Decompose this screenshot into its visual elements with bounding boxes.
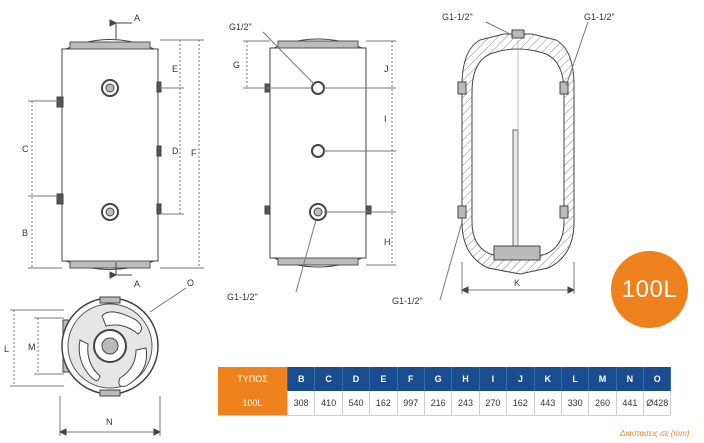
- table-cell: 243: [451, 391, 480, 416]
- table-header-cell: K: [534, 367, 562, 391]
- label-g112-left: G1-1/2": [442, 12, 473, 22]
- table-cell: 216: [424, 391, 453, 416]
- table-header-cell: F: [397, 367, 425, 391]
- dim-n: N: [106, 417, 113, 427]
- table-cell: 308: [287, 391, 316, 416]
- dim-c: C: [22, 144, 29, 154]
- table-header-cell: M: [588, 367, 617, 391]
- table-header-row: ΤΥΠΟΣ B C D E F G H I J K L M N O: [218, 367, 672, 391]
- dim-o: O: [187, 278, 194, 288]
- table-header-cell: L: [561, 367, 590, 391]
- table-header-cell: C: [314, 367, 343, 391]
- table-header-cell: J: [506, 367, 535, 391]
- label-a-top: A: [134, 13, 140, 23]
- table-cell: 162: [506, 391, 535, 416]
- table-cell: 410: [314, 391, 343, 416]
- side-view: [28, 19, 204, 279]
- dim-i: I: [384, 114, 387, 124]
- label-g112-front: G1-1/2": [227, 292, 258, 302]
- label-a-bottom: A: [134, 279, 140, 289]
- table-header-cell: E: [369, 367, 398, 391]
- dim-m: M: [28, 342, 36, 352]
- heating-element: [512, 129, 519, 249]
- dim-e: E: [172, 64, 178, 74]
- table-cell: 100L: [218, 391, 288, 416]
- table-header-cell: B: [287, 367, 316, 391]
- table-cell: 330: [561, 391, 590, 416]
- front-view: [243, 31, 396, 293]
- units-note: Διαστασεις σε (mm): [620, 429, 690, 438]
- capacity-badge: 100L: [611, 251, 688, 328]
- table-row: 100L 308 410 540 162 997 216 243 270 162…: [218, 391, 672, 416]
- table-cell: 997: [397, 391, 425, 416]
- table-cell: 162: [369, 391, 398, 416]
- table-header-cell: I: [479, 367, 508, 391]
- table-header-cell: D: [342, 367, 371, 391]
- dim-l: L: [4, 344, 9, 354]
- fitting-middle-front: [311, 144, 325, 158]
- dim-f: F: [191, 148, 197, 158]
- dim-g: G: [233, 60, 240, 70]
- table-cell: 260: [588, 391, 617, 416]
- table-cell: Ø428: [643, 391, 672, 416]
- table-header-cell: N: [616, 367, 645, 391]
- table-header-cell: G: [424, 367, 453, 391]
- table-cell: 441: [616, 391, 645, 416]
- dim-j: J: [384, 64, 389, 74]
- dimensions-table: ΤΥΠΟΣ B C D E F G H I J K L M N O 100L 3…: [218, 367, 672, 416]
- label-g-half: G1/2": [229, 22, 252, 32]
- section-view: [439, 21, 589, 301]
- dim-d: D: [172, 146, 179, 156]
- label-g112-bottom: G1-1/2": [392, 296, 423, 306]
- table-cell: 443: [534, 391, 562, 416]
- table-header-cell: ΤΥΠΟΣ: [218, 367, 288, 391]
- table-cell: 270: [479, 391, 508, 416]
- table-header-cell: O: [643, 367, 672, 391]
- table-header-cell: H: [451, 367, 480, 391]
- dim-h: H: [384, 237, 391, 247]
- label-g112-right: G1-1/2": [584, 12, 615, 22]
- table-cell: 540: [342, 391, 371, 416]
- dim-k: K: [514, 278, 520, 288]
- dim-b: B: [22, 228, 28, 238]
- top-view: [10, 287, 187, 436]
